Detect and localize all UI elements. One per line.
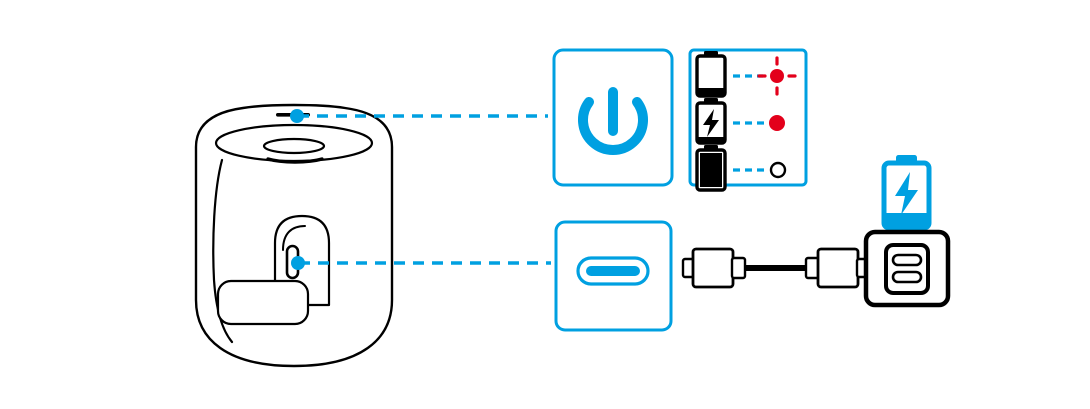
power-button-callout[interactable] [552, 48, 674, 187]
battery-charging-bolt-icon [703, 109, 719, 137]
speaker-side-seam [212, 158, 234, 344]
led-blinking-red-icon [770, 69, 784, 83]
speaker-device [194, 103, 394, 368]
led-off-icon [769, 161, 787, 179]
outlet-usb-c-port-bottom [891, 270, 923, 284]
outlet-usb-c-port-top [891, 253, 923, 267]
led-solid-red-icon [769, 115, 785, 131]
wall-outlet-adapter [863, 229, 951, 308]
legend-row-low-battery [695, 51, 797, 98]
side-strap [216, 279, 310, 326]
charging-battery-bolt-icon [895, 172, 918, 215]
leader-anchor-usbc [291, 256, 305, 270]
usb-c-port-icon-bar [586, 266, 640, 276]
speaker-top-grille-inner [262, 137, 326, 155]
charging-battery-icon [881, 155, 932, 231]
legend-row-charging [695, 98, 785, 145]
speaker-grille-shadow [266, 157, 324, 164]
battery-charging-icon-fill [697, 137, 725, 143]
cable-connector-left-body [691, 247, 735, 289]
cable-connector-right-body [816, 247, 860, 289]
legend-row-full [695, 145, 787, 192]
battery-low-icon-fill [697, 88, 725, 96]
usb-c-port-callout[interactable] [554, 220, 673, 332]
outlet-inner-plate [884, 243, 930, 295]
power-icon [578, 97, 648, 155]
usb-c-cable [681, 247, 870, 289]
leader-anchor-power [290, 109, 304, 123]
port-recess-inner-edge [282, 225, 306, 251]
cable-connector-left-neck [730, 256, 747, 280]
charging-battery-fill [884, 213, 929, 228]
battery-led-legend [688, 48, 808, 192]
callout-leaders [290, 109, 551, 270]
battery-full-icon-fill [700, 153, 722, 187]
